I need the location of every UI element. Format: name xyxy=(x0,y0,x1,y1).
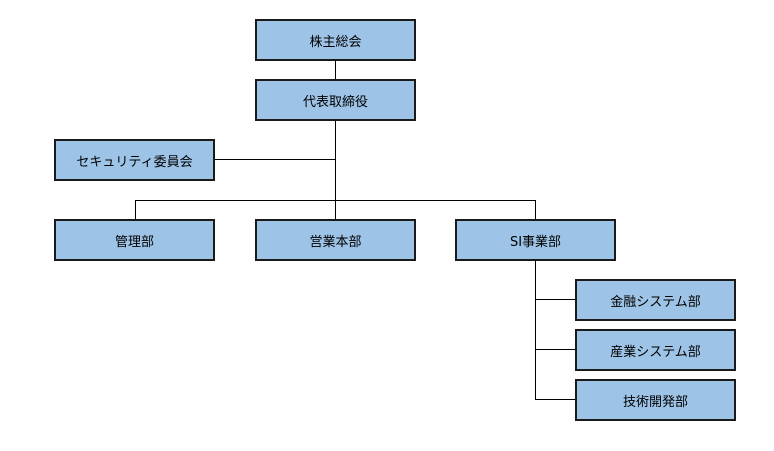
connector-security-committee xyxy=(215,159,335,160)
node-label: 代表取締役 xyxy=(302,94,368,110)
node-label: 産業システム部 xyxy=(610,344,701,360)
connector-industry-branch xyxy=(535,349,575,350)
node-security-committee: セキュリティ委員会 xyxy=(54,139,215,181)
node-sales-headquarters: 営業本部 xyxy=(255,219,416,261)
node-technology-development-dept: 技術開発部 xyxy=(575,379,736,421)
node-label: 株主総会 xyxy=(309,34,362,50)
node-label: SI事業部 xyxy=(509,234,562,250)
node-industry-systems-dept: 産業システム部 xyxy=(575,329,736,371)
node-label: 技術開発部 xyxy=(622,394,688,410)
node-label: 営業本部 xyxy=(309,234,362,250)
connector-shareholders-board xyxy=(335,61,336,79)
connector-board-trunk xyxy=(335,121,336,200)
node-finance-systems-dept: 金融システム部 xyxy=(575,279,736,321)
connector-si-trunk xyxy=(535,261,536,400)
node-si-business-division: SI事業部 xyxy=(455,219,616,261)
node-administration-dept: 管理部 xyxy=(54,219,215,261)
connector-sales-drop xyxy=(335,200,336,219)
connector-admin-drop xyxy=(135,200,136,219)
node-shareholders-meeting: 株主総会 xyxy=(255,19,416,61)
connector-si-drop xyxy=(535,200,536,219)
node-label: 管理部 xyxy=(114,234,154,250)
node-representative-director: 代表取締役 xyxy=(255,79,416,121)
connector-finance-branch xyxy=(535,299,575,300)
node-label: セキュリティ委員会 xyxy=(76,154,193,170)
node-label: 金融システム部 xyxy=(610,294,701,310)
connector-tech-branch xyxy=(535,399,575,400)
